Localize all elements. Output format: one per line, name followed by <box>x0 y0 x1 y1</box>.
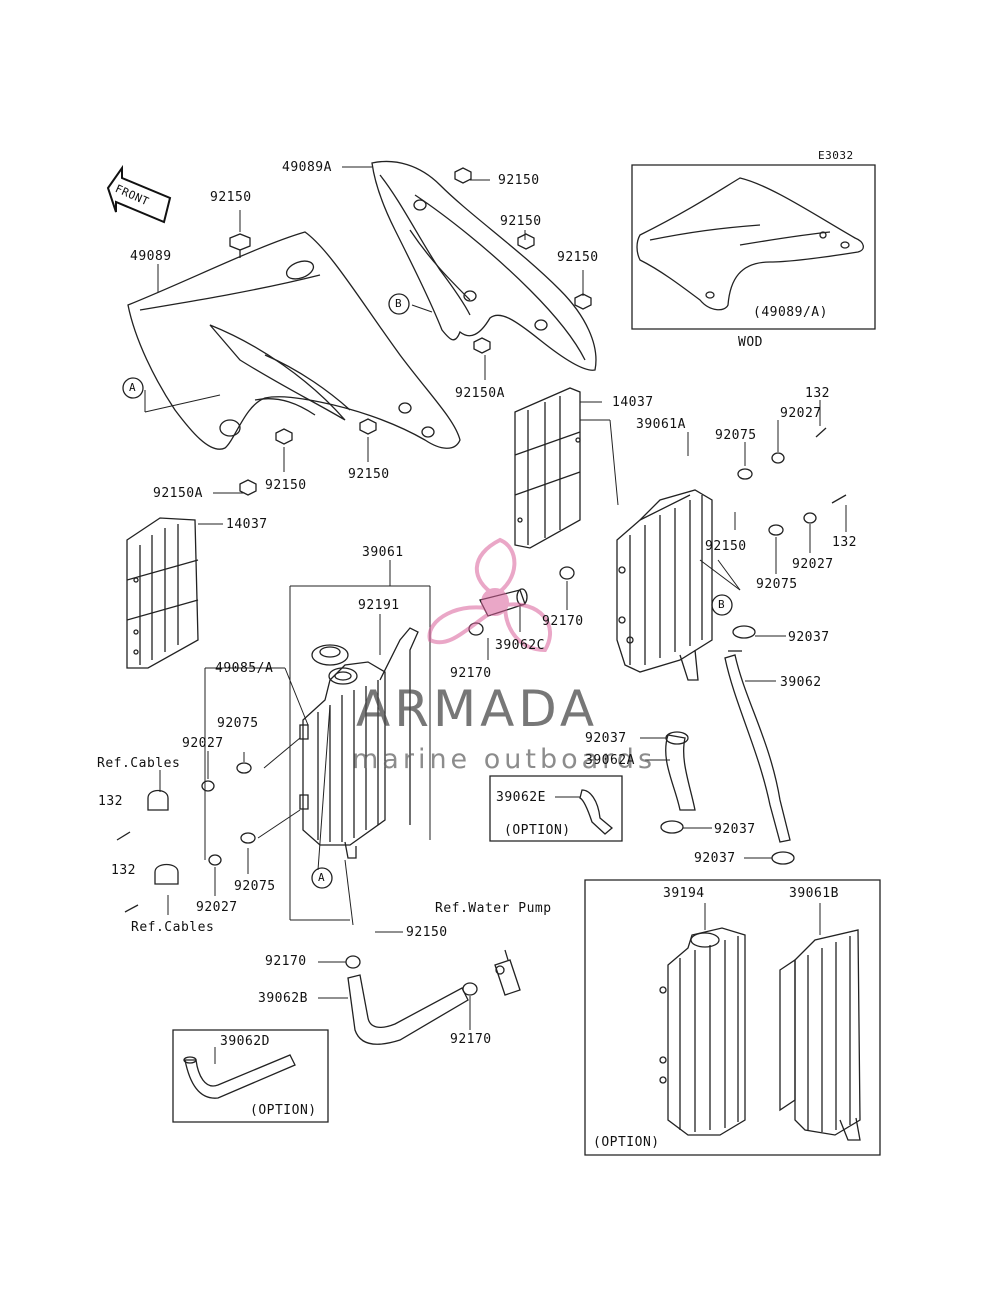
bolt-132-icon <box>117 428 846 912</box>
part-label-132: 132 <box>805 386 830 401</box>
hose-39062D <box>184 1055 295 1098</box>
part-label-49089A: 49089A <box>282 160 332 175</box>
option-label-radiators: (OPTION) <box>593 1135 660 1150</box>
part-label-92027: 92027 <box>780 406 822 421</box>
part-label-132: 132 <box>98 794 123 809</box>
left-guard-14037 <box>127 518 198 668</box>
part-label-39061: 39061 <box>362 545 404 560</box>
wod-part-label: (49089/A) <box>753 305 828 320</box>
part-label-92037: 92037 <box>714 822 756 837</box>
part-label-92150: 92150 <box>500 214 542 229</box>
hose-39062 <box>725 651 790 842</box>
ref-water-pump-label: Ref.Water Pump <box>435 901 552 916</box>
part-label-39062: 39062 <box>780 675 822 690</box>
front-arrow-icon <box>108 168 170 222</box>
part-label-39062E: 39062E <box>496 790 546 805</box>
part-label-92150: 92150 <box>406 925 448 940</box>
part-label-39062A: 39062A <box>585 753 635 768</box>
part-label-92075: 92075 <box>756 577 798 592</box>
part-label-92075: 92075 <box>715 428 757 443</box>
hose-39062B <box>348 975 468 1044</box>
part-label-132: 132 <box>111 863 136 878</box>
part-label-92150: 92150 <box>705 539 747 554</box>
part-label-14037: 14037 <box>226 517 268 532</box>
watermark-title: ARMADA <box>356 680 599 738</box>
part-label-92150: 92150 <box>265 478 307 493</box>
option-box-radiators <box>585 880 880 1155</box>
part-label-92150A: 92150A <box>455 386 505 401</box>
callout-b-label: B <box>395 297 403 310</box>
ref-cables-label: Ref.Cables <box>131 920 215 935</box>
wod-shroud-sketch <box>637 178 863 310</box>
part-label-39061B: 39061B <box>789 886 839 901</box>
wod-inset-frame <box>632 165 875 329</box>
right-shroud-49089A <box>372 161 596 370</box>
diagram-code: E3032 <box>818 149 854 162</box>
part-label-92027: 92027 <box>182 736 224 751</box>
part-label-92150: 92150 <box>557 250 599 265</box>
callout-a-label: A <box>318 871 326 884</box>
callout-a-circle <box>123 378 143 398</box>
part-label-132: 132 <box>832 535 857 550</box>
right-guard-14037 <box>515 388 580 548</box>
radiator-39061A <box>617 490 712 680</box>
part-label-14037: 14037 <box>612 395 654 410</box>
option-box-39062D <box>173 1030 328 1122</box>
part-label-92170: 92170 <box>450 1032 492 1047</box>
part-label-92037: 92037 <box>694 851 736 866</box>
radiator-39061B <box>780 930 860 1140</box>
callout-a-label: A <box>129 381 137 394</box>
option-label-39062D: (OPTION) <box>250 1103 317 1118</box>
water-pump-fitting <box>495 950 520 995</box>
part-label-39061A: 39061A <box>636 417 686 432</box>
part-label-92170: 92170 <box>265 954 307 969</box>
hose-39062E <box>580 790 612 834</box>
radiator-39061 <box>300 628 418 858</box>
part-label-92027: 92027 <box>196 900 238 915</box>
part-label-39062D: 39062D <box>220 1034 270 1049</box>
part-label-92191: 92191 <box>358 598 400 613</box>
part-label-39194: 39194 <box>663 886 705 901</box>
leader-lines-shroud <box>145 167 583 493</box>
part-label-92037: 92037 <box>585 731 627 746</box>
callout-b-label: B <box>718 598 726 611</box>
bolt-92150-icon <box>230 168 591 495</box>
watermark-propeller-icon <box>430 540 551 650</box>
ref-cables-label: Ref.Cables <box>97 756 181 771</box>
option-label-39062E: (OPTION) <box>504 823 571 838</box>
part-label-92037: 92037 <box>788 630 830 645</box>
part-label-39062C: 39062C <box>495 638 545 653</box>
radiator-39194 <box>660 928 745 1135</box>
option-box-39062E <box>490 776 622 841</box>
grommet-92075-icon <box>237 469 783 843</box>
wod-label: WOD <box>738 335 763 350</box>
part-label-92075: 92075 <box>217 716 259 731</box>
part-label-92150: 92150 <box>348 467 390 482</box>
part-label-49085A: 49085/A <box>215 661 274 676</box>
part-label-92170: 92170 <box>542 614 584 629</box>
part-label-92150: 92150 <box>210 190 252 205</box>
part-label-92150A: 92150A <box>153 486 203 501</box>
collar-92027-icon <box>202 453 816 865</box>
radiator-cap-92191 <box>312 645 348 665</box>
watermark-subtitle: marine outboards <box>352 744 657 775</box>
hose-39062A <box>666 735 695 810</box>
callout-b-circle <box>389 294 409 314</box>
callout-a-circle <box>312 868 332 888</box>
part-label-92075: 92075 <box>234 879 276 894</box>
cable-clip-icon <box>148 791 178 885</box>
part-label-92150: 92150 <box>498 173 540 188</box>
part-label-39062B: 39062B <box>258 991 308 1006</box>
part-label-92170: 92170 <box>450 666 492 681</box>
part-label-92027: 92027 <box>792 557 834 572</box>
part-label-49089: 49089 <box>130 249 172 264</box>
left-shroud-49089 <box>128 232 460 449</box>
